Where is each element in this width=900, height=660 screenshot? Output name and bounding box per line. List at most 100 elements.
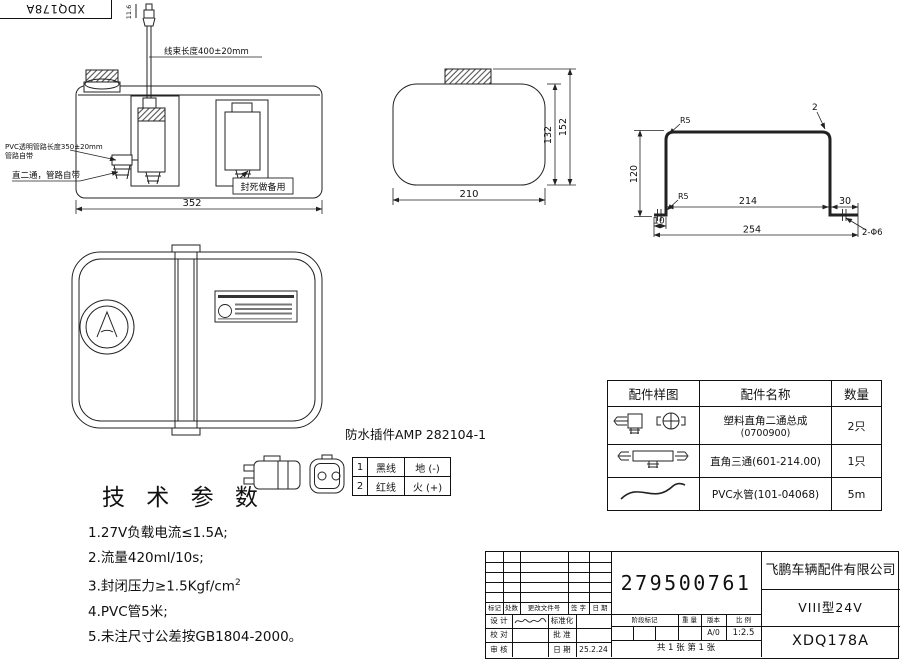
dim-152-label: 152	[558, 118, 569, 136]
pin-row: 2 红线 火 (+)	[352, 476, 451, 496]
elbow-fitting-icon	[612, 412, 685, 434]
part-name-cell: 直角三通(601-214.00)	[699, 444, 832, 478]
drawing-number: XDQ178A	[791, 632, 870, 649]
dim-352	[75, 200, 323, 214]
side-tank-outline	[392, 83, 546, 186]
leader-lines	[12, 56, 262, 182]
pin-wire: 红线	[367, 476, 405, 496]
dim-352-label: 352	[182, 198, 201, 209]
part-sample-cell	[607, 406, 700, 445]
part-qty-cell: 5m	[831, 477, 882, 511]
check-label: 校 对	[490, 630, 508, 640]
pin-row: 1 黑线 地 (-)	[352, 457, 451, 477]
audit-label: 审 核	[490, 644, 508, 654]
bracket-view: 120 R5 R5 2 214 30 10 254 2-Φ6	[629, 103, 883, 238]
company-name: 飞鹏车辆配件有限公司	[765, 562, 896, 578]
radius-bottom-label: R5	[678, 192, 689, 201]
col-header-name: 配件名称	[699, 380, 832, 407]
side-view: 210 132 152	[392, 68, 576, 205]
spare-fitting-bracket	[215, 99, 269, 187]
rev-header-mark: 标记	[488, 603, 501, 612]
title-block: 标记 处数 更改文件号 签 字 日 期 设 计 标准化 校 对 批 准 审 核 …	[485, 551, 900, 659]
pvc-pipe-label-1: PVC透明管路长度350±20mm	[5, 142, 103, 151]
part-number: 279500761	[620, 570, 752, 595]
bracket-dim-lines	[634, 111, 867, 238]
straight-fitting-label: 直二通，管路自带	[12, 170, 81, 181]
pin-polarity: 地 (-)	[404, 457, 451, 477]
dim-132-label: 132	[543, 126, 554, 144]
corner-stamp: XDQ178A	[0, 0, 112, 19]
connector-face-view	[309, 454, 345, 494]
filler-cap-top	[79, 299, 135, 355]
dim-10-label: 10	[653, 217, 665, 227]
tech-param-item: 5.未注尺寸公差按GB1804-2000。	[88, 628, 303, 645]
part-sample-cell	[607, 444, 700, 478]
front-view: 11.6 线束长度400±20mm PVC透明管路长度350±20mm 管路自带…	[5, 3, 323, 214]
weight-label: 重 量	[681, 615, 698, 624]
signature-scribble	[514, 617, 547, 624]
sealed-spare-label: 封死做备用	[240, 181, 285, 193]
dim-254-label: 254	[743, 225, 761, 236]
parts-row: 塑料直角二通总成 (0700900) 2只	[607, 406, 882, 445]
dim-heights	[493, 68, 576, 186]
side-cap-hatch	[444, 68, 492, 85]
dim-210	[392, 188, 546, 205]
tech-params-list: 1.27V负载电流≤1.5A; 2.流量420ml/10s; 3.封闭压力≥1.…	[88, 521, 418, 650]
version-value: A/0	[707, 628, 720, 638]
version-label: 版本	[707, 615, 720, 624]
filler-cap-hatch	[85, 69, 119, 83]
part-name-cell: PVC水管(101-04068)	[699, 477, 832, 511]
tech-param-item: 2.流量420ml/10s;	[88, 550, 204, 566]
part-qty-cell: 2只	[831, 406, 882, 445]
mounting-strap	[171, 244, 201, 436]
parts-table: 配件样图 配件名称 数量 塑料直角二	[607, 380, 882, 511]
thickness-label: 2	[812, 103, 818, 113]
design-signature	[512, 614, 548, 628]
date-label: 日 期	[553, 644, 571, 654]
radius-top-label: R5	[680, 116, 691, 125]
top-view	[71, 244, 323, 436]
bracket-holes	[657, 209, 847, 221]
connector-side-view	[243, 455, 301, 490]
date-value: 25.2.24	[579, 644, 608, 654]
rev-header-date: 日 期	[592, 603, 608, 612]
dim-11-6-label: 11.6	[125, 5, 133, 19]
connector-drawings	[243, 454, 345, 494]
part-sample-cell	[607, 477, 700, 511]
technical-parameters: 技 术 参 数 1.27V负载电流≤1.5A; 2.流量420ml/10s; 3…	[88, 478, 418, 650]
dim-210-label: 210	[459, 189, 478, 200]
tee-fitting-icon	[616, 450, 689, 468]
sheet-info: 共 1 张 第 1 张	[656, 643, 716, 654]
connector-pin-table: 1 黑线 地 (-) 2 红线 火 (+)	[352, 457, 451, 496]
model-name: VIII型24V	[798, 599, 863, 615]
dim-120-label: 120	[629, 165, 640, 183]
pump-assembly	[130, 95, 180, 187]
holes-label: 2-Φ6	[862, 228, 883, 238]
tech-param-item: 4.PVC管5米;	[88, 603, 168, 620]
approve-label: 批 准	[553, 630, 571, 640]
pin-number: 1	[352, 457, 368, 477]
tech-param-item: 1.27V负载电流≤1.5A;	[88, 525, 228, 541]
corner-stamp-text: XDQ178A	[25, 2, 86, 16]
scale-label: 比 例	[735, 615, 752, 624]
bracket-profile	[654, 130, 858, 217]
col-header-sample: 配件样图	[607, 380, 700, 407]
standardization-label: 标准化	[550, 616, 574, 626]
pin-polarity: 火 (+)	[404, 476, 451, 496]
rev-header-doc: 更改文件号	[527, 603, 561, 612]
part-qty-cell: 1只	[831, 444, 882, 478]
wiper-logo-icon	[96, 310, 118, 338]
tech-params-title: 技 术 参 数	[102, 485, 265, 511]
tank-body-outline	[75, 69, 323, 199]
pvc-hose-icon	[619, 482, 685, 500]
pvc-pipe-label-2: 管路自带	[5, 151, 33, 160]
scale-value: 1:2.5	[732, 627, 755, 638]
stage-mark-label: 阶段标记	[631, 615, 658, 624]
part-name-cell: 塑料直角二通总成 (0700900)	[699, 406, 832, 445]
design-label: 设 计	[490, 616, 508, 626]
pin-wire: 黑线	[367, 457, 405, 477]
connector-title: 防水插件AMP 282104-1	[345, 427, 487, 442]
tech-param-item: 3.封闭压力≥1.5Kgf/cm2	[88, 578, 241, 595]
dim-214-label: 214	[739, 196, 757, 207]
